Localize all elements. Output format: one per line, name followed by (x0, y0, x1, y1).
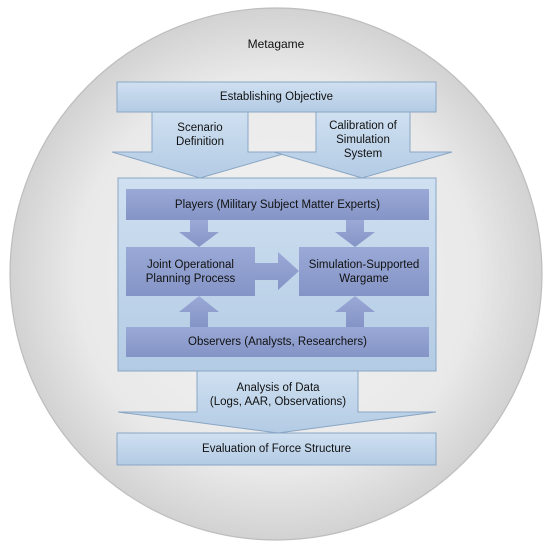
observers-to-wargame-arrow (335, 296, 375, 327)
metagame-label: Metagame (247, 37, 305, 51)
jopp-label: Joint Operational Planning Process (145, 258, 236, 285)
players-to-jopp-arrow (179, 220, 219, 247)
evaluation-label: Evaluation of Force Structure (202, 443, 351, 455)
wargame-label: Simulation-Supported Wargame (308, 258, 420, 285)
objective-label: Establishing Objective (219, 91, 334, 103)
jopp-to-wargame-arrow (255, 252, 299, 290)
players-label: Players (Military Subject Matter Experts… (174, 198, 381, 211)
observers-box (126, 327, 429, 357)
objective-box (116, 81, 437, 113)
players-to-wargame-arrow (335, 220, 375, 247)
observers-label: Observers (Analysts, Researchers) (188, 336, 367, 348)
observers-to-jopp-arrow (179, 296, 219, 327)
scenario-label: Scenario Definition (176, 122, 224, 148)
calibration-label: Calibration of Simulation System (329, 120, 397, 160)
calibration-arrow (273, 111, 453, 179)
scenario-arrow (111, 111, 291, 179)
jopp-box (126, 247, 255, 296)
evaluation-box (116, 432, 437, 466)
analysis-arrow (117, 370, 437, 434)
players-box (126, 189, 429, 220)
wargame-box (299, 247, 429, 296)
analysis-label: Analysis of Data (Logs, AAR, Observation… (209, 382, 347, 408)
